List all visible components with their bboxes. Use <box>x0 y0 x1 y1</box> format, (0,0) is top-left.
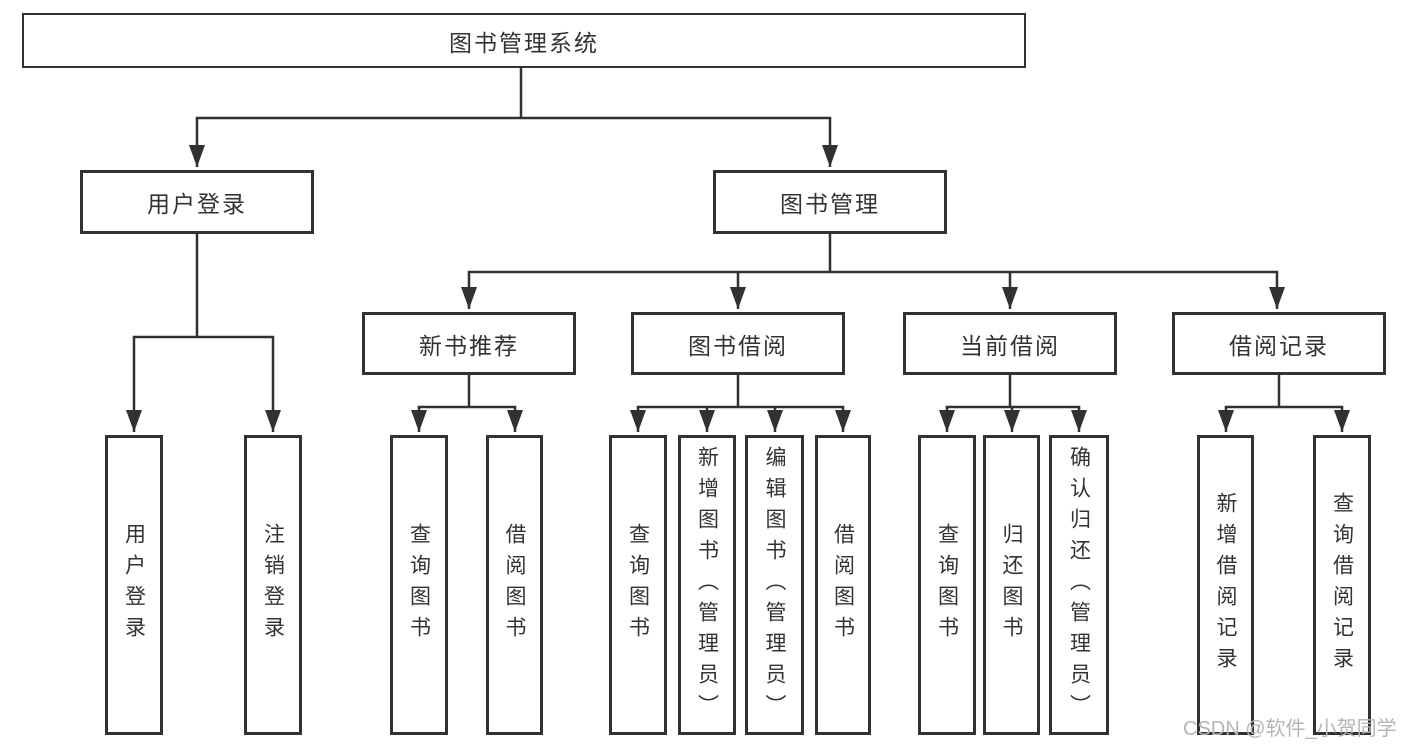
node-label: 查询图书 <box>626 523 650 647</box>
node-leaf-add-books-admin: 新增图书（管理员） <box>678 435 736 735</box>
csdn-watermark: CSDN @软件_小贺同学 <box>1183 718 1397 740</box>
node-label: 查询图书 <box>407 523 431 647</box>
node-leaf-query-books-1: 查询图书 <box>390 435 448 735</box>
node-leaf-logout: 注销登录 <box>244 435 302 735</box>
node-book-borrow: 图书借阅 <box>631 312 845 375</box>
node-leaf-borrow-books-2: 借阅图书 <box>815 435 871 735</box>
node-label: 图书管理系统 <box>449 29 599 56</box>
node-leaf-user-login: 用户登录 <box>105 435 163 735</box>
node-leaf-confirm-return-admin: 确认归还（管理员） <box>1049 435 1109 735</box>
node-leaf-query-books-2: 查询图书 <box>609 435 667 735</box>
node-label: 查询借阅记录 <box>1330 492 1354 678</box>
node-borrow-record: 借阅记录 <box>1172 312 1386 375</box>
node-label: 借阅记录 <box>1229 332 1329 359</box>
node-new-book-recommend: 新书推荐 <box>362 312 576 375</box>
node-label: 注销登录 <box>261 523 285 647</box>
node-leaf-add-borrow-record: 新增借阅记录 <box>1197 435 1254 735</box>
node-label: 用户登录 <box>147 191 247 217</box>
node-label: 借阅图书 <box>503 523 526 647</box>
node-current-borrow: 当前借阅 <box>903 312 1117 375</box>
node-label: 新增借阅记录 <box>1214 492 1237 678</box>
node-label: 确认归还（管理员） <box>1067 445 1091 725</box>
node-leaf-query-books-3: 查询图书 <box>918 435 976 735</box>
node-label: 图书借阅 <box>688 332 788 359</box>
node-label: 编辑图书（管理员） <box>763 445 786 725</box>
node-label: 用户登录 <box>122 523 146 647</box>
node-label: 新增图书（管理员） <box>695 445 719 725</box>
node-book-management: 图书管理 <box>713 170 947 234</box>
node-leaf-return-books: 归还图书 <box>983 435 1040 735</box>
node-user-login: 用户登录 <box>80 170 314 234</box>
node-label: 图书管理 <box>780 191 880 217</box>
node-label: 新书推荐 <box>419 332 519 359</box>
node-label: 查询图书 <box>935 523 959 647</box>
node-leaf-borrow-books-1: 借阅图书 <box>486 435 543 735</box>
node-library-management-system: 图书管理系统 <box>22 13 1026 68</box>
node-leaf-edit-books-admin: 编辑图书（管理员） <box>745 435 804 735</box>
node-leaf-query-borrow-record: 查询借阅记录 <box>1313 435 1371 735</box>
node-label: 当前借阅 <box>960 332 1060 359</box>
node-label: 归还图书 <box>1000 523 1023 647</box>
node-label: 借阅图书 <box>831 523 855 647</box>
